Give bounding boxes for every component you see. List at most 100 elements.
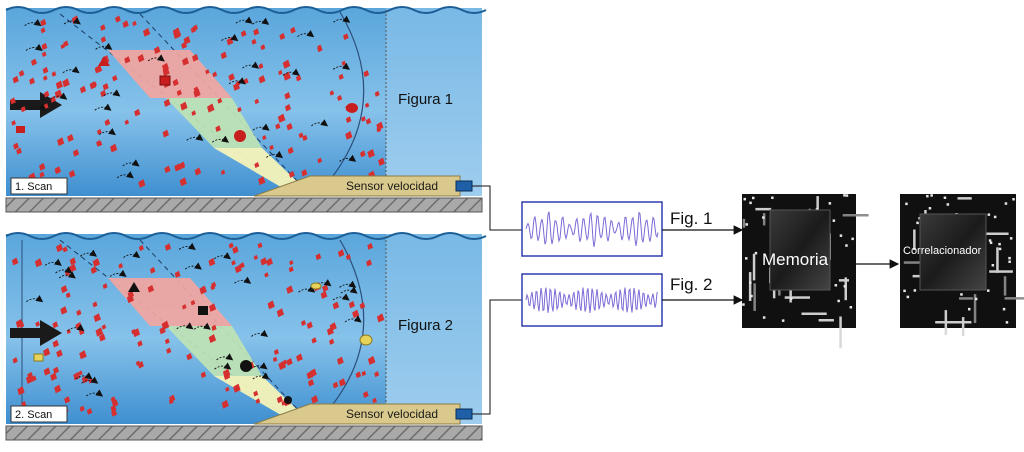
particle (29, 77, 35, 85)
particle (39, 171, 45, 178)
particle (220, 51, 227, 60)
particle (54, 166, 62, 175)
particle (367, 148, 375, 159)
tracer-drop (346, 103, 358, 113)
particle-motion-arrow (25, 43, 43, 52)
circuit-trace (842, 214, 869, 217)
circuit-pin (745, 257, 748, 260)
scan-label: 1. Scan (15, 181, 52, 193)
particle-motion-arrow (251, 329, 269, 338)
particle (205, 69, 210, 75)
particle (137, 340, 143, 347)
particle (307, 378, 315, 387)
circuit-pin (974, 297, 978, 301)
particle (276, 308, 285, 318)
memory-label: Memoria (762, 250, 829, 269)
particle (60, 306, 68, 315)
particle (279, 32, 286, 40)
particle (43, 75, 48, 81)
particle (164, 243, 172, 251)
circuit-pin (926, 194, 929, 198)
particle (208, 257, 216, 267)
particle (96, 128, 102, 135)
particle (228, 242, 234, 249)
particle (212, 71, 218, 78)
particle-motion-arrow (26, 295, 44, 303)
circuit-pin (998, 247, 1002, 251)
circuit-pin (916, 221, 919, 225)
particle (191, 110, 197, 116)
particle (194, 167, 202, 176)
particle (186, 352, 193, 361)
tracer-dot (284, 396, 292, 404)
particle-motion-arrow (214, 362, 232, 370)
circuit-pin (946, 203, 950, 206)
circuit-pin (845, 194, 849, 197)
particle (10, 97, 16, 105)
circuit-pin (988, 239, 992, 242)
particle-motion-arrow (147, 54, 165, 62)
particle (272, 356, 278, 363)
particle (288, 170, 295, 178)
panel-scan-2: 2. Scan Figura 2 Sensor velocidad (5, 232, 487, 441)
circuit-trace (959, 297, 973, 300)
particle (101, 324, 107, 330)
particle (79, 85, 87, 94)
circuit-pin (849, 306, 853, 309)
circuit-pin (832, 219, 836, 222)
particle (166, 347, 172, 354)
particle-motion-arrow (176, 322, 194, 330)
particle (174, 163, 182, 172)
particle (104, 118, 111, 126)
beam-yellow (214, 148, 306, 190)
particle (258, 63, 264, 69)
particle (55, 80, 63, 90)
particle (365, 118, 372, 125)
circuit-trace (801, 312, 827, 315)
particle-motion-arrow (178, 242, 196, 251)
particle (207, 103, 215, 113)
particle (372, 397, 377, 404)
particle (20, 105, 26, 113)
particle (118, 263, 124, 269)
particle (164, 165, 171, 174)
circuit-pin (754, 251, 758, 255)
particle (361, 116, 366, 122)
particle (110, 396, 116, 403)
particle-motion-arrow (216, 353, 234, 361)
circuit-trace (839, 316, 842, 349)
circuit-pin (913, 289, 917, 292)
particle (240, 30, 247, 37)
circuit-trace (935, 321, 972, 324)
particle (367, 242, 373, 250)
circuit-pin (828, 202, 832, 205)
particle (15, 318, 24, 329)
particle (283, 71, 291, 81)
particle (275, 123, 281, 130)
circuit-pin (742, 303, 745, 306)
circuit-pin (843, 285, 847, 288)
particle (50, 95, 56, 103)
particle (337, 356, 344, 365)
beam-edge-dashed (139, 13, 301, 185)
circuit-pin (928, 207, 932, 210)
particle (138, 244, 144, 252)
particle (72, 149, 80, 157)
tracer-square (33, 353, 44, 362)
particle (376, 126, 382, 133)
particle (138, 179, 146, 188)
figure-label: Figura 2 (398, 317, 453, 334)
particle (337, 249, 345, 258)
circuit-trace (748, 272, 752, 301)
signal-label-2: Fig. 2 (670, 275, 713, 294)
circuit-trace (752, 253, 756, 281)
particle (296, 353, 303, 362)
tracer-triangle (98, 56, 110, 66)
particle (306, 370, 314, 380)
circuit-pin (789, 297, 793, 300)
particle-motion-arrow (81, 376, 99, 384)
sensor-label: Sensor velocidad (346, 179, 438, 193)
particle (329, 90, 335, 96)
particle (111, 409, 118, 417)
particle (286, 122, 293, 131)
